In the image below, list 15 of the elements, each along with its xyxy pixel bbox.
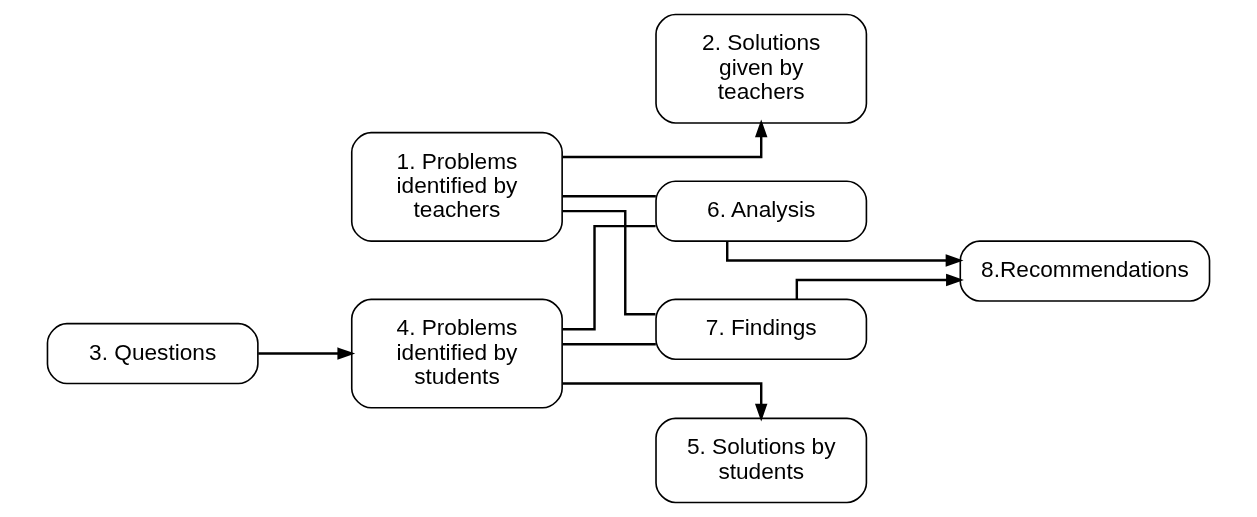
node-box: 6. Analysis	[655, 180, 868, 242]
connector	[562, 224, 656, 331]
node-box: 1. Problems identified by teachers	[350, 131, 563, 242]
node-box: 8.Recommendations	[959, 240, 1211, 302]
node-box: 4. Problems identified by students	[350, 298, 563, 409]
connector	[562, 194, 656, 198]
connector	[562, 343, 656, 346]
node-box: 2. Solutions given by teachers	[655, 13, 868, 124]
node-box: 5. Solutions by students	[655, 417, 868, 504]
connector	[562, 209, 656, 316]
arrow	[562, 382, 768, 422]
arrow	[258, 347, 356, 360]
node-box: 3. Questions	[46, 322, 259, 385]
node-box: 7. Findings	[655, 298, 868, 361]
arrow	[562, 119, 768, 159]
